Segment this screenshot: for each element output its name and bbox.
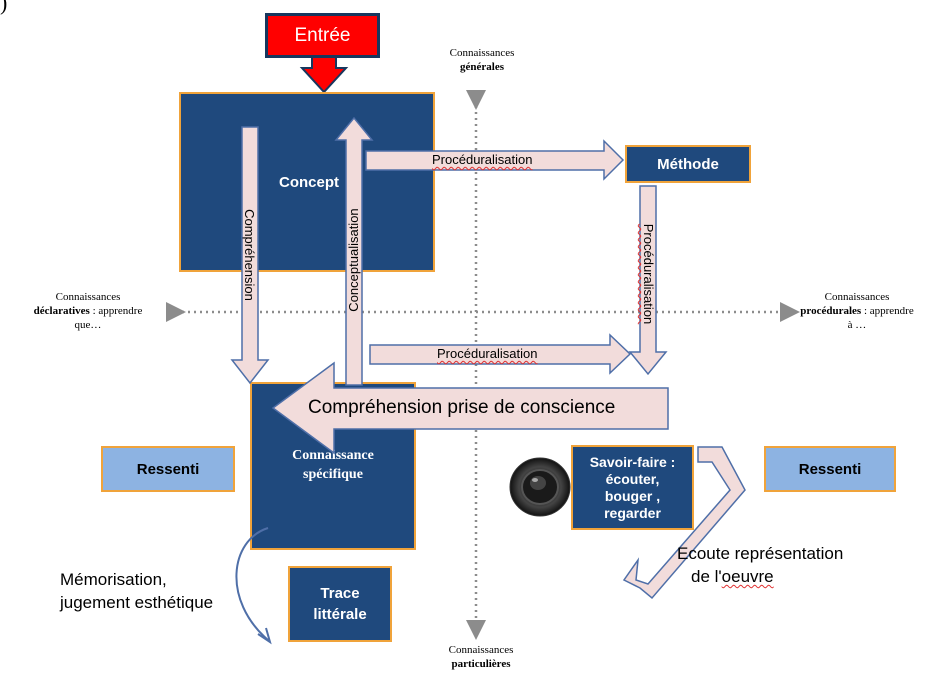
top-left-fragment: ) — [0, 0, 8, 15]
axis-right-line3: à … — [847, 319, 867, 331]
ecoute-label: Ecoute représentation de l'oeuvre — [677, 542, 843, 588]
proceduralisation-middle-text: Procéduralisation — [437, 346, 538, 361]
trace-litterale-box: Trace littérale — [288, 566, 392, 642]
entree-box: Entrée — [265, 13, 380, 58]
proceduralisation-top-label: Procéduralisation — [432, 152, 532, 167]
trace-line1: Trace — [320, 585, 360, 602]
memorisation-label: Mémorisation, jugement esthétique — [60, 568, 213, 614]
axis-bottom-line1: Connaissances — [448, 644, 514, 656]
speaker-icon — [509, 457, 571, 517]
axis-right-line1: Connaissances — [824, 291, 890, 303]
memorisation-arrowhead — [257, 627, 272, 645]
connaissance-line2: spécifique — [303, 467, 363, 482]
comprehension-arrow — [230, 126, 270, 385]
entree-arrow — [299, 56, 349, 94]
axis-left-label: Connaissances déclaratives : apprendre q… — [10, 290, 166, 332]
memorisation-line2: jugement esthétique — [60, 593, 214, 612]
savoir-label: Savoir-faire : écouter, bouger , regarde… — [590, 454, 676, 522]
connaissance-line1: Connaissance — [292, 448, 374, 463]
concept-box: Concept — [179, 92, 435, 272]
savoir-line3: bouger , — [604, 487, 661, 504]
axis-top-label: Connaissances générales — [430, 46, 534, 74]
ressenti-right-label: Ressenti — [798, 460, 862, 478]
savoir-faire-box: Savoir-faire : écouter, bouger , regarde… — [571, 445, 694, 530]
ecoute-line2-b: oeuvre — [721, 567, 774, 586]
connaissance-label: Connaissance spécifique — [252, 446, 414, 484]
savoir-line4: regarder — [604, 504, 661, 521]
proceduralisation-vertical-label: Procéduralisation — [640, 218, 656, 330]
proceduralisation-top-text: Procéduralisation — [432, 152, 533, 167]
comprehension-prise-label: Compréhension prise de conscience — [308, 397, 616, 418]
axis-right-rest: : apprendre — [861, 305, 914, 317]
proceduralisation-vertical-text: Procéduralisation — [641, 223, 656, 325]
entree-label: Entrée — [294, 24, 351, 46]
trace-label: Trace littérale — [313, 583, 366, 625]
methode-label: Méthode — [657, 155, 719, 173]
ecoute-curved-arrow — [622, 446, 746, 600]
axis-left-line3: que… — [74, 319, 102, 331]
axis-bottom-line2: particulières — [451, 658, 511, 670]
axis-left-rest: : apprendre — [89, 305, 143, 317]
ecoute-line1: Ecoute représentation — [677, 544, 844, 563]
axis-left-bold: déclaratives — [33, 305, 90, 317]
comprehension-prise-arrow — [271, 361, 669, 455]
proceduralisation-top-arrow — [365, 139, 625, 181]
ecoute-line2-a: de l' — [691, 567, 722, 586]
savoir-line1: Savoir-faire : — [589, 453, 676, 470]
axis-bottom-label: Connaissances particulières — [426, 643, 536, 671]
proceduralisation-middle-arrow — [369, 333, 632, 375]
trace-line2: littérale — [313, 606, 367, 623]
axis-top-line2: générales — [460, 61, 504, 73]
proceduralisation-vertical-arrow — [628, 185, 668, 376]
ressenti-left-label: Ressenti — [136, 460, 200, 478]
proceduralisation-middle-label: Procéduralisation — [437, 346, 537, 361]
methode-box: Méthode — [625, 145, 751, 183]
axis-top-line1: Connaissances — [449, 47, 515, 59]
memorisation-line1: Mémorisation, — [60, 570, 167, 589]
axis-left-line1: Connaissances — [55, 291, 121, 303]
savoir-line2: écouter, — [605, 470, 660, 487]
conceptualisation-label: Conceptualisation — [346, 208, 361, 312]
axis-right-label: Connaissances procédurales : apprendre à… — [790, 290, 924, 332]
concept-label: Concept — [279, 174, 339, 191]
memorisation-curve — [235, 527, 269, 641]
ressenti-right-box: Ressenti — [764, 446, 896, 492]
comprehension-label: Compréhension — [242, 209, 257, 301]
conceptualisation-arrow — [334, 116, 374, 386]
ressenti-left-box: Ressenti — [101, 446, 235, 492]
axis-right-bold: procédurales — [800, 305, 862, 317]
